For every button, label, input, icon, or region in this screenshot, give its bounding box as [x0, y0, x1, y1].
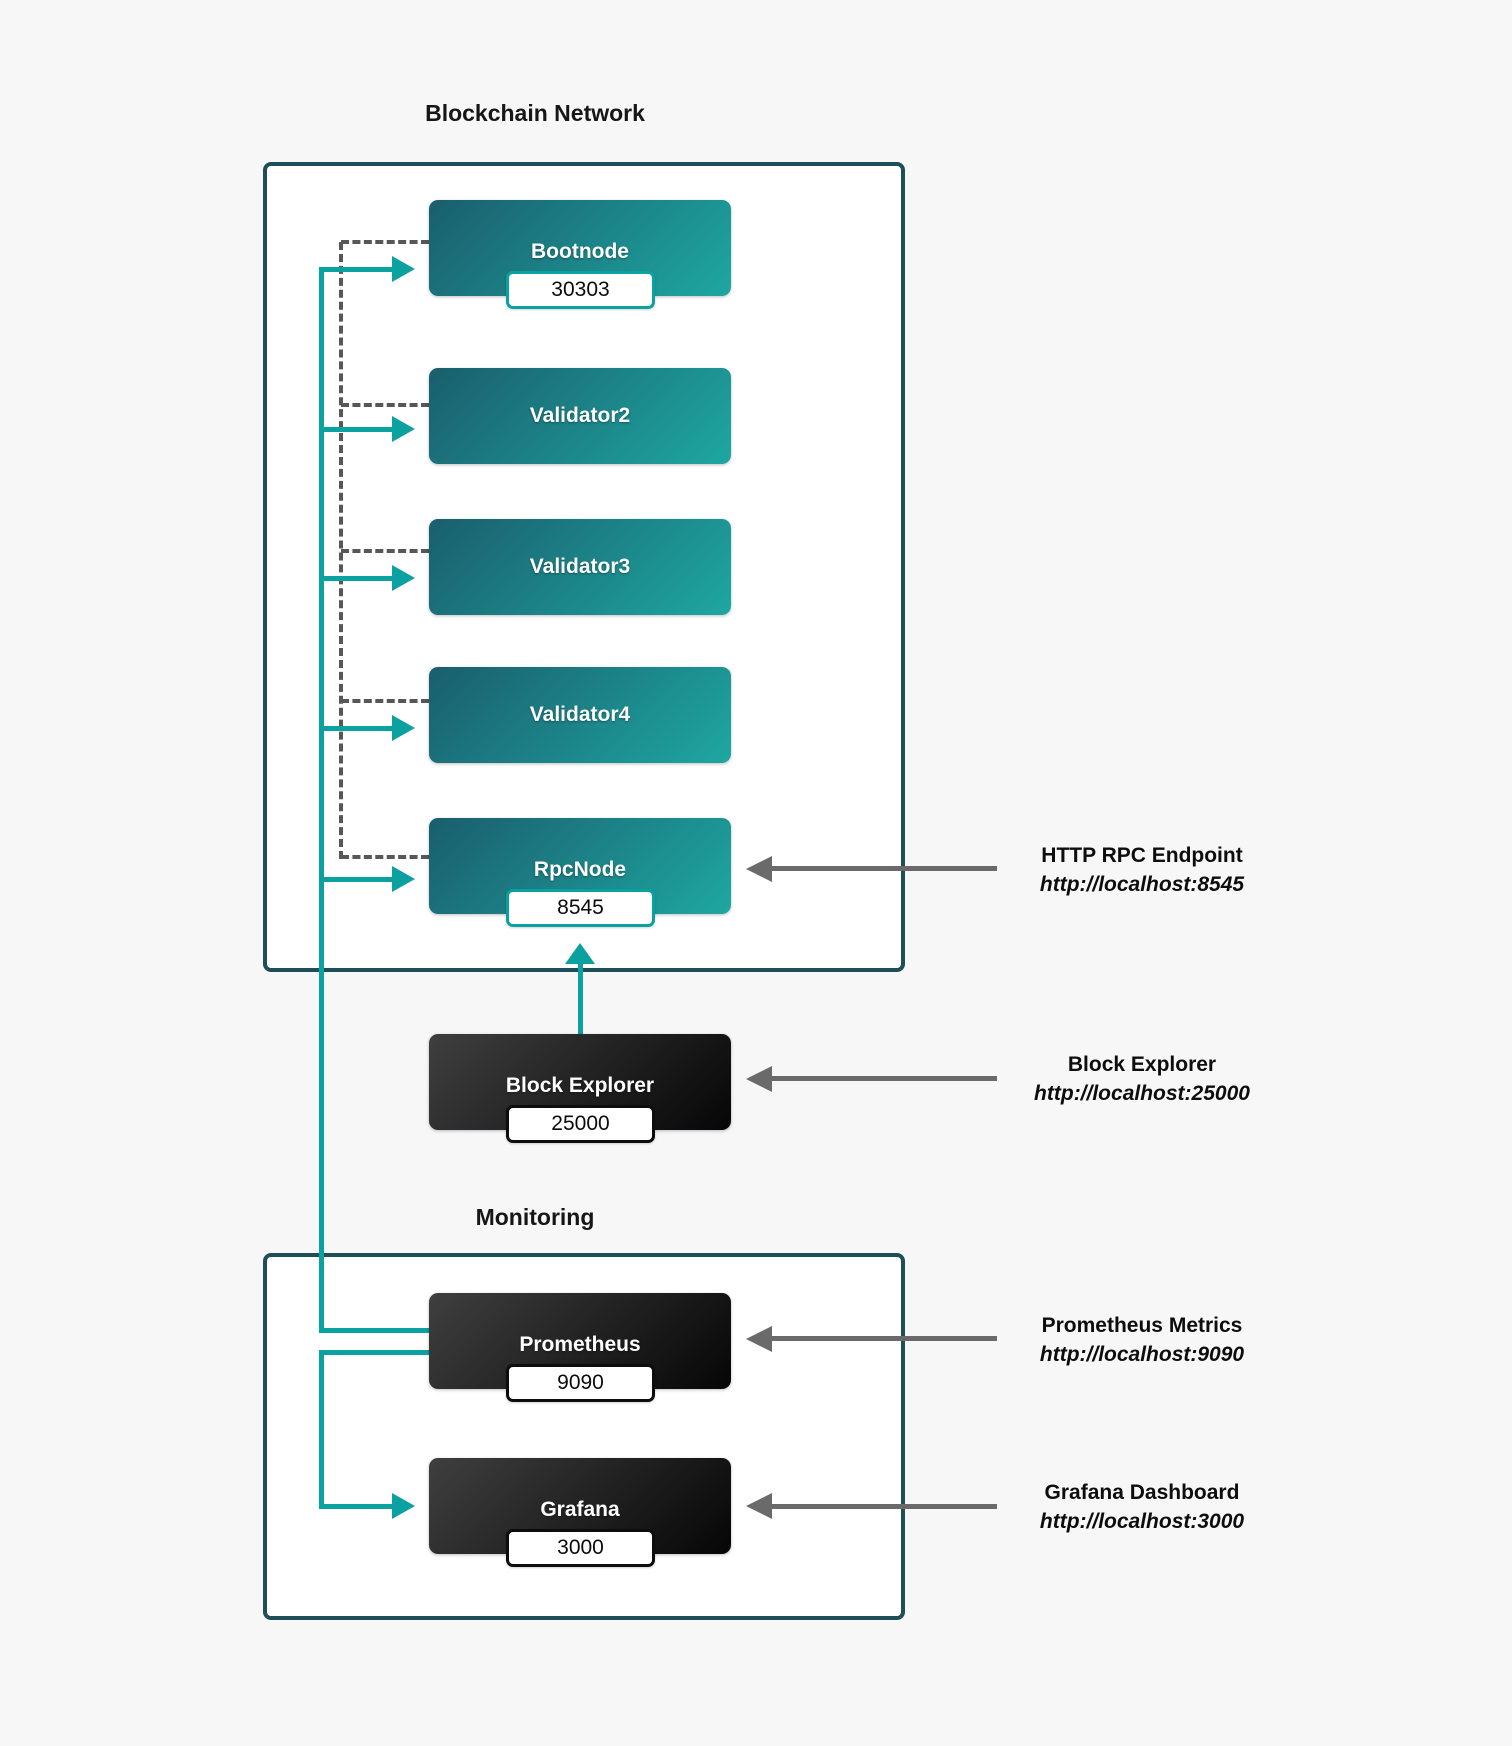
gray-arrow-line-prometheus	[772, 1336, 997, 1341]
dashed-connector-validator3	[341, 549, 429, 553]
arrow-into-bootnode-icon	[392, 256, 415, 282]
node-validator4-label: Validator4	[529, 703, 631, 726]
port-badge-prometheus: 9090	[506, 1364, 655, 1402]
arrow-into-rpcnode-icon	[392, 866, 415, 892]
annotation-prometheus-url: http://localhost:9090	[1039, 1343, 1245, 1366]
teal-branch-validator3	[319, 576, 394, 581]
gray-arrow-line-explorer	[772, 1076, 997, 1081]
node-validator3-label: Validator3	[529, 555, 631, 578]
dashed-connector-validator2	[341, 403, 429, 407]
port-badge-grafana: 3000	[506, 1529, 655, 1567]
port-bootnode: 30303	[551, 278, 610, 301]
arrow-into-grafana-icon	[392, 1493, 415, 1519]
port-badge-block-explorer: 25000	[506, 1105, 655, 1143]
annotation-rpc-endpoint-url: http://localhost:8545	[1039, 873, 1245, 896]
node-validator4: Validator4	[429, 667, 731, 763]
annotation-grafana-title: Grafana Dashboard	[1044, 1481, 1240, 1504]
teal-prometheus-out	[319, 1350, 431, 1355]
gray-arrow-line-grafana	[772, 1504, 997, 1509]
dashed-connector-validator4	[341, 699, 429, 703]
teal-branch-prometheus	[319, 1328, 431, 1333]
annotation-rpc-endpoint: HTTP RPC Endpoint http://localhost:8545	[992, 841, 1292, 899]
teal-prometheus-grafana-vertical	[319, 1350, 324, 1509]
node-prometheus-label: Prometheus	[519, 1333, 641, 1356]
gray-arrowhead-explorer-icon	[746, 1066, 772, 1092]
node-bootnode-label: Bootnode	[531, 240, 629, 263]
annotation-block-explorer-url: http://localhost:25000	[1034, 1082, 1250, 1105]
annotation-grafana: Grafana Dashboard http://localhost:3000	[992, 1478, 1292, 1536]
node-rpcnode-label: RpcNode	[533, 858, 627, 881]
teal-trunk-vertical	[319, 267, 324, 1333]
gray-arrow-line-rpc	[772, 866, 997, 871]
arrow-into-validator4-icon	[392, 715, 415, 741]
network-section-title: Blockchain Network	[425, 100, 645, 126]
port-grafana: 3000	[557, 1536, 604, 1559]
port-badge-rpcnode: 8545	[506, 889, 655, 927]
node-validator3: Validator3	[429, 519, 731, 615]
annotation-prometheus-title: Prometheus Metrics	[1041, 1314, 1243, 1337]
annotation-block-explorer-title: Block Explorer	[1067, 1053, 1217, 1076]
port-prometheus: 9090	[557, 1371, 604, 1394]
teal-explorer-rpc-vertical	[578, 964, 583, 1034]
teal-branch-bootnode	[319, 267, 394, 272]
node-validator2: Validator2	[429, 368, 731, 464]
arrow-into-validator3-icon	[392, 565, 415, 591]
port-block-explorer: 25000	[551, 1112, 610, 1135]
annotation-prometheus: Prometheus Metrics http://localhost:9090	[992, 1311, 1292, 1369]
gray-arrowhead-rpc-icon	[746, 856, 772, 882]
annotation-rpc-endpoint-title: HTTP RPC Endpoint	[1041, 844, 1243, 867]
dashed-connector-bootnode	[341, 240, 429, 244]
gray-arrowhead-prometheus-icon	[746, 1326, 772, 1352]
port-rpcnode: 8545	[557, 896, 604, 919]
teal-branch-validator2	[319, 427, 394, 432]
annotation-block-explorer: Block Explorer http://localhost:25000	[992, 1050, 1292, 1108]
node-grafana-label: Grafana	[540, 1498, 620, 1521]
arrow-into-rpcnode-up-icon	[565, 943, 595, 964]
teal-branch-grafana	[319, 1504, 394, 1509]
node-validator2-label: Validator2	[529, 404, 631, 427]
arrow-into-validator2-icon	[392, 416, 415, 442]
monitoring-section-title: Monitoring	[475, 1204, 595, 1230]
dashed-connector-rpcnode	[341, 855, 429, 859]
teal-branch-rpcnode	[319, 877, 394, 882]
annotation-grafana-url: http://localhost:3000	[1039, 1510, 1245, 1533]
node-block-explorer-label: Block Explorer	[505, 1074, 655, 1097]
port-badge-bootnode: 30303	[506, 271, 655, 309]
gray-arrowhead-grafana-icon	[746, 1493, 772, 1519]
teal-branch-validator4	[319, 726, 394, 731]
